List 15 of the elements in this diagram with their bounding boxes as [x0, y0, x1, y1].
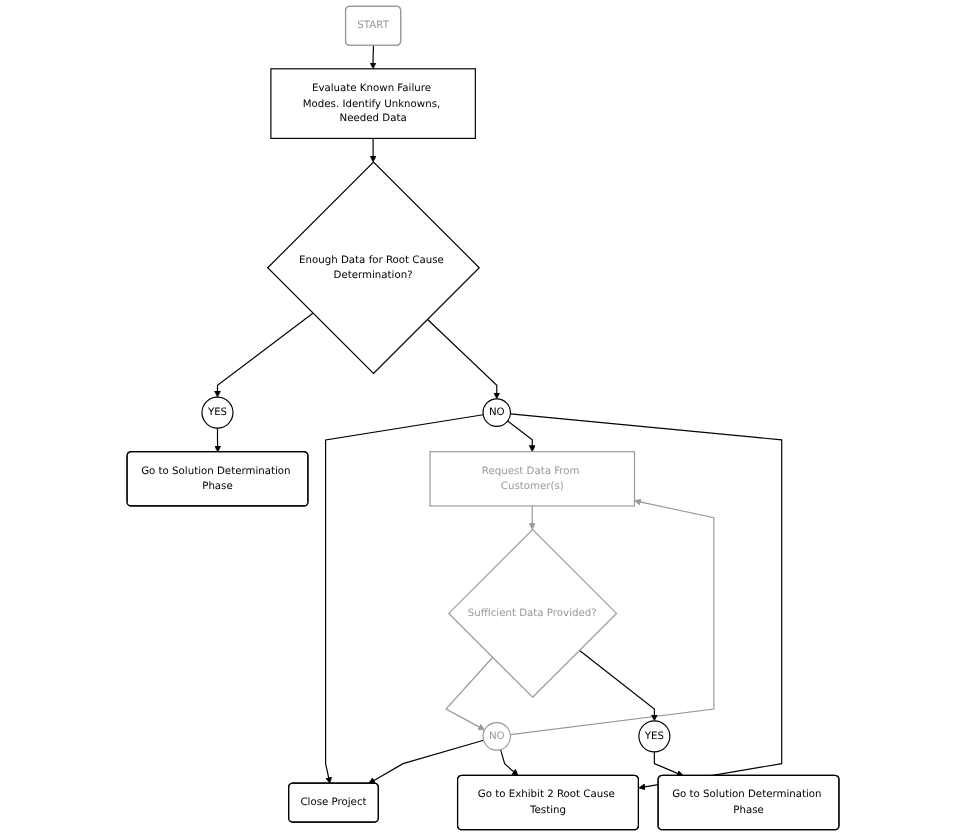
- arrow: [578, 649, 658, 722]
- arrow: [369, 137, 377, 163]
- arrow: [368, 739, 485, 784]
- arrow: [445, 656, 494, 731]
- arrow: [509, 413, 783, 791]
- arrow: [528, 505, 536, 530]
- arrow: [426, 318, 501, 400]
- arrow: [325, 414, 484, 784]
- arrow: [214, 312, 314, 398]
- arrow: [214, 427, 222, 453]
- arrow: [509, 498, 715, 736]
- arrow: [653, 751, 684, 777]
- arrow: [369, 45, 377, 70]
- arrow: [500, 749, 519, 777]
- arrow: [507, 420, 536, 452]
